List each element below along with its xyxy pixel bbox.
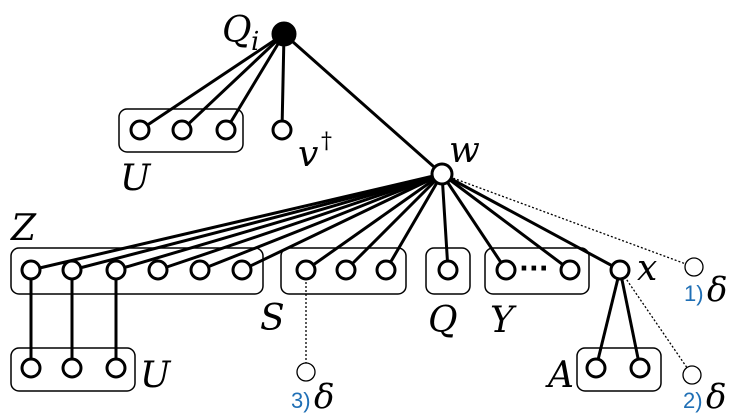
box-u-bottom — [10, 347, 136, 392]
node-z-1 — [20, 259, 42, 281]
label-s: S — [260, 298, 285, 339]
node-qi — [271, 21, 297, 47]
node-a-1 — [585, 357, 607, 379]
edge-qi-v — [280, 33, 286, 131]
edges — [29, 32, 642, 369]
label-u-bottom: U — [140, 355, 172, 396]
node-s-3 — [375, 259, 397, 281]
edge-w-s1 — [305, 172, 443, 272]
node-z-3 — [105, 259, 127, 281]
delta-1-symbol: δ — [707, 270, 727, 310]
node-delta-1 — [684, 257, 704, 277]
delta-2-number: 2) — [683, 388, 703, 413]
label-u-top: U — [120, 158, 152, 199]
group-boxes — [10, 108, 662, 392]
node-u-top-1 — [129, 119, 151, 141]
box-q — [425, 247, 471, 295]
label-a: A — [545, 355, 574, 396]
node-w — [430, 162, 454, 186]
edge-qi-u2 — [180, 32, 286, 132]
nodes — [20, 21, 651, 379]
node-s-2 — [335, 259, 357, 281]
label-q: Q — [428, 300, 458, 341]
node-z-6 — [231, 259, 253, 281]
node-x — [609, 259, 631, 281]
label-qi: Q — [222, 10, 252, 51]
box-u-top — [118, 108, 244, 153]
box-z — [10, 247, 264, 295]
edge-w-x — [441, 172, 621, 272]
label-qi-subscript: i — [251, 27, 259, 57]
node-delta-2 — [682, 365, 702, 385]
edge-w-z4 — [157, 172, 443, 272]
edge-w-z5 — [199, 172, 443, 272]
node-u-bottom-3 — [105, 357, 127, 379]
edge-w-z3 — [115, 172, 443, 272]
edge-x-a1 — [594, 269, 622, 369]
edge-w-y1 — [440, 173, 508, 271]
node-z-2 — [61, 259, 83, 281]
node-s-1 — [295, 259, 317, 281]
edge-w-q — [440, 173, 450, 271]
edge-w-z6 — [241, 172, 443, 272]
delta-2-symbol: δ — [706, 377, 726, 415]
node-y-2 — [559, 259, 581, 281]
delta-nodes — [296, 257, 704, 385]
node-q — [437, 259, 459, 281]
node-u-top-2 — [171, 119, 193, 141]
label-w: w — [449, 130, 480, 171]
edge-qi-u3 — [224, 33, 286, 131]
edge-qi-w — [283, 32, 443, 176]
node-delta-3 — [296, 362, 316, 382]
dotted-edges — [305, 173, 695, 376]
delta-3-number: 3) — [291, 388, 311, 413]
node-z-4 — [147, 259, 169, 281]
node-u-bottom-1 — [20, 357, 42, 379]
label-ellipsis: ··· — [519, 254, 549, 284]
box-y — [484, 247, 590, 295]
node-v — [271, 119, 293, 141]
node-u-top-3 — [215, 119, 237, 141]
edge-w-s3 — [384, 173, 444, 271]
node-z-5 — [189, 259, 211, 281]
labels: Q i U v † w Z S Q Y ··· x U A — [10, 10, 657, 396]
label-v-dagger: † — [321, 129, 332, 154]
edge-w-z1 — [30, 172, 443, 272]
label-y: Y — [490, 300, 517, 341]
label-x: x — [637, 248, 657, 289]
node-y-1 — [495, 259, 517, 281]
box-a — [576, 347, 662, 392]
edge-w-z2 — [71, 172, 443, 272]
node-a-2 — [629, 357, 651, 379]
edge-w-delta1 — [441, 173, 695, 268]
label-z: Z — [10, 208, 37, 249]
delta-annotations: 1) δ 2) δ 3) δ — [291, 270, 727, 415]
delta-1-number: 1) — [684, 281, 704, 306]
edge-w-s2 — [344, 172, 444, 272]
edge-w-y2 — [441, 172, 571, 272]
edge-x-delta2 — [619, 269, 693, 376]
edge-qi-u1 — [139, 32, 285, 132]
label-v: v — [298, 134, 318, 175]
node-u-bottom-2 — [61, 357, 83, 379]
edge-x-a2 — [618, 269, 642, 369]
delta-3-symbol: δ — [314, 377, 334, 415]
box-s — [280, 247, 407, 295]
